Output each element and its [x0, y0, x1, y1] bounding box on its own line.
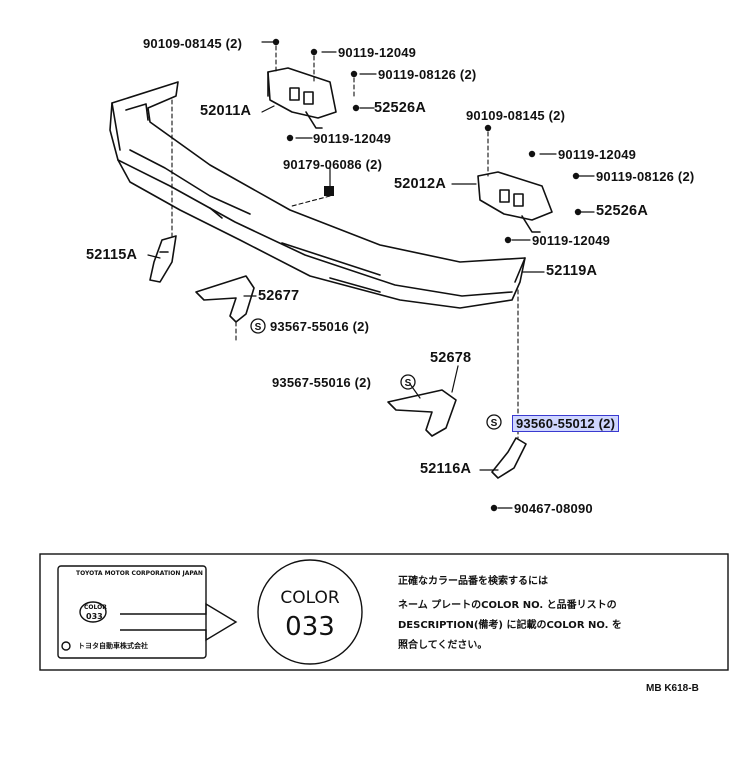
callout-90467-08090: 90467-08090 — [514, 501, 593, 516]
s-mark-icon: S — [491, 418, 498, 429]
stay-52115a-illustration — [149, 235, 177, 283]
s-mark-icon: S — [405, 378, 412, 389]
stay-52116a-illustration — [491, 437, 527, 479]
callout-90109-08145-right: 90109-08145 (2) — [466, 108, 566, 123]
stay-52678-illustration — [387, 389, 457, 437]
big-color-value: 033 — [285, 612, 335, 642]
callout-93567-55016-lower: 93567-55016 (2) — [270, 319, 370, 334]
callout-52116a: 52116A — [420, 461, 472, 477]
bumper-cover-illustration — [109, 81, 526, 309]
bracket-52011a-illustration — [267, 67, 337, 129]
plate-maker-japanese: トヨタ自動車株式会社 — [78, 642, 148, 650]
callout-52012a: 52012A — [394, 176, 446, 192]
big-color-label: COLOR — [280, 588, 340, 608]
callout-90109-08145-left: 90109-08145 (2) — [143, 36, 243, 51]
plate-color-value: 033 — [86, 612, 103, 621]
color-note-box — [39, 553, 729, 671]
callout-52011a: 52011A — [200, 103, 252, 119]
callout-90119-12049-mid: 90119-12049 — [313, 131, 392, 146]
callout-93567-55016-upper: 93567-55016 (2) — [272, 375, 372, 390]
callout-52119a: 52119A — [546, 263, 598, 279]
note-line-4: 照合してください。 — [398, 640, 488, 651]
figure-code: MB K618-B — [646, 683, 699, 694]
plate-color-label: COLOR — [84, 604, 107, 611]
callout-90119-08126-right: 90119-08126 (2) — [596, 169, 695, 184]
bracket-52012a-illustration — [477, 171, 553, 233]
stay-52677-illustration — [195, 275, 255, 323]
callout-52526a-right: 52526A — [596, 203, 648, 219]
callout-52677: 52677 — [258, 288, 300, 304]
callout-90119-12049-right-top: 90119-12049 — [558, 147, 637, 162]
note-line-1: 正確なカラー品番を検索するには — [398, 576, 548, 587]
note-line-3: DESCRIPTION(備考) に記載のCOLOR NO. を — [398, 620, 622, 631]
color-code-circle — [257, 559, 363, 665]
callout-90119-12049-top: 90119-12049 — [338, 45, 417, 60]
plate-maker-line: TOYOTA MOTOR CORPORATION JAPAN — [76, 570, 203, 577]
callout-52678: 52678 — [430, 350, 472, 366]
callout-52115a: 52115A — [86, 247, 138, 263]
callout-93560-55012-highlighted[interactable]: 93560-55012 (2) — [512, 415, 620, 432]
note-line-2: ネーム プレートのCOLOR NO. と品番リストの — [398, 600, 617, 611]
callout-90119-08126-left: 90119-08126 (2) — [378, 67, 477, 82]
callout-90119-12049-right-bottom: 90119-12049 — [532, 233, 611, 248]
s-mark-icon: S — [255, 322, 262, 333]
callout-52526a-left: 52526A — [374, 100, 426, 116]
callout-90179-06086: 90179-06086 (2) — [283, 157, 383, 172]
